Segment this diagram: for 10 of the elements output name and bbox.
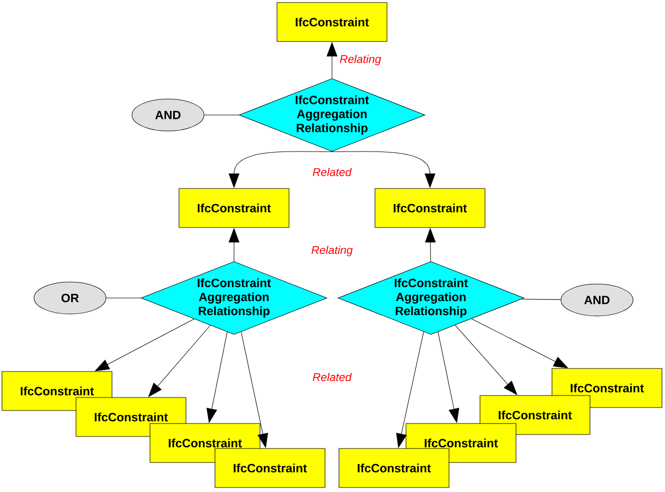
constraint-box: IfcConstraint [214,448,326,488]
constraint-box: IfcConstraint [178,188,290,228]
constraint-box: IfcConstraint [374,188,486,228]
constraint-box: IfcConstraint [480,395,590,435]
role-label: Related [311,372,353,382]
edge-label: Relating [340,54,382,66]
constraint-box: IfcConstraint [338,448,450,488]
role-label: Related [311,166,353,178]
role-label: Relating [310,244,354,258]
constraint-box: IfcConstraint [276,2,388,42]
